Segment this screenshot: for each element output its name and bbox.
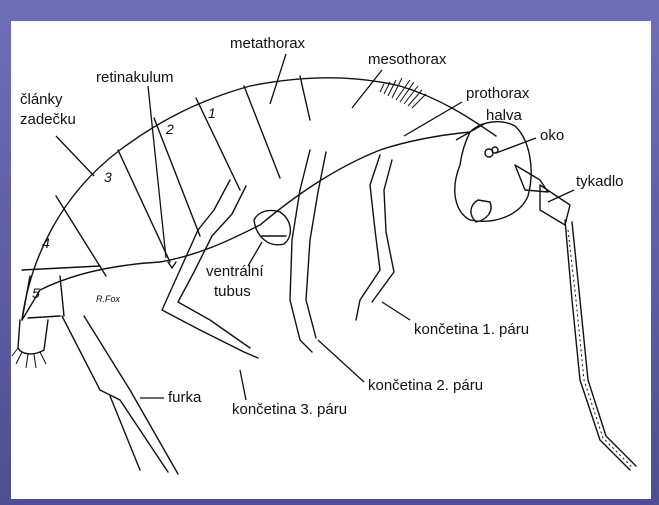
label-clanky-line1: články (20, 91, 63, 108)
leader-koncetina1 (382, 302, 410, 320)
leg-1 (356, 155, 394, 320)
segment-number-1: 1 (208, 105, 216, 121)
antenna-texture (568, 230, 633, 468)
thorax-ventral-outline (260, 132, 470, 225)
label-koncetina3: končetina 3. páru (232, 401, 347, 418)
labels: metathorax mesothorax prothorax halva ok… (20, 35, 624, 418)
label-koncetina1: končetina 1. páru (414, 321, 529, 338)
label-ventralni-line2: tubus (214, 283, 251, 300)
leader-retinakulum (148, 86, 166, 258)
label-tykadlo: tykadlo (576, 173, 624, 190)
label-furka: furka (168, 389, 202, 406)
leader-clanky (56, 136, 94, 176)
segment-number-4: 4 (42, 235, 50, 251)
label-metathorax: metathorax (230, 35, 306, 52)
leader-lines (56, 54, 574, 400)
leader-koncetina2 (318, 340, 364, 382)
artist-signature: R.Fox (96, 294, 121, 304)
label-prothorax: prothorax (466, 85, 530, 102)
body-dorsal-outline (22, 78, 496, 320)
furca (62, 316, 178, 474)
leg-2 (290, 150, 326, 352)
abdomen-segment-lines (56, 76, 310, 276)
label-oko: oko (540, 127, 564, 144)
mouth-parts (471, 200, 491, 222)
retinaculum (168, 262, 176, 268)
leader-halva (456, 124, 484, 140)
segment-number-5: 5 (32, 285, 40, 301)
label-clanky-line2: zadečku (20, 111, 76, 128)
segment-number-3: 3 (104, 169, 112, 185)
label-koncetina2: končetina 2. páru (368, 377, 483, 394)
label-halva: halva (486, 107, 523, 124)
leader-koncetina3 (240, 370, 246, 400)
label-ventralni-line1: ventrální (206, 263, 264, 280)
leader-mesothorax (352, 70, 382, 108)
abdomen-tip (18, 320, 48, 354)
label-retinakulum: retinakulum (96, 69, 174, 86)
leader-metathorax (270, 54, 286, 104)
leader-oko (496, 138, 536, 153)
head-outline (455, 122, 531, 222)
antenna-flagellum (565, 220, 636, 470)
leader-tykadlo (548, 190, 574, 202)
segment-number-2: 2 (165, 121, 174, 137)
label-mesothorax: mesothorax (368, 51, 447, 68)
